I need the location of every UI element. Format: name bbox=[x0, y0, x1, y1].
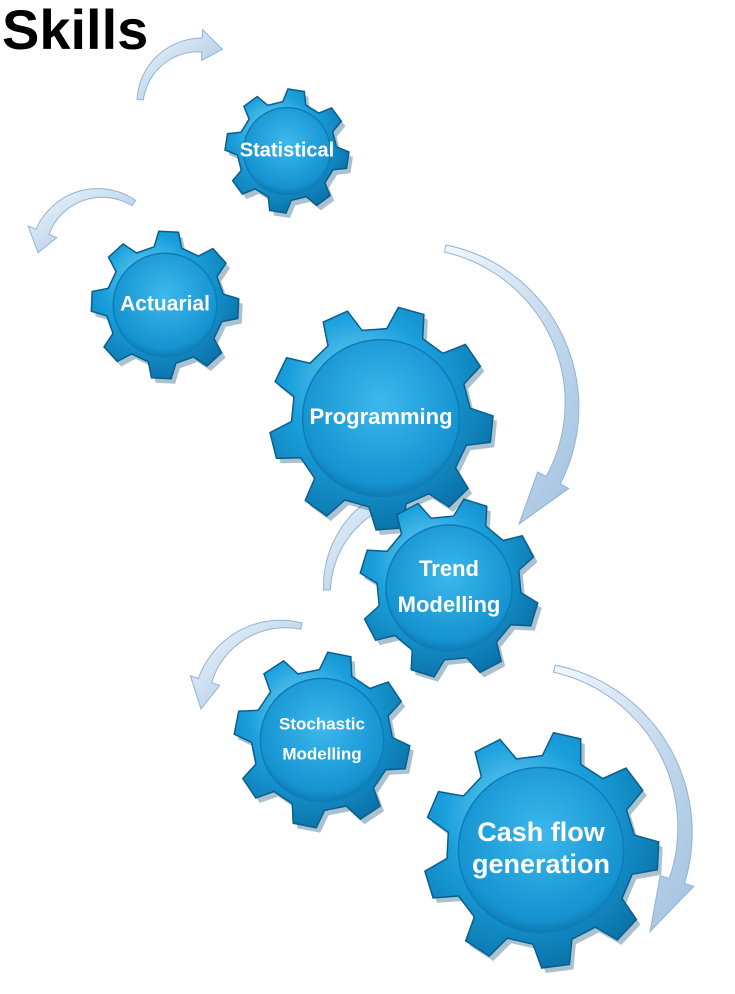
gear-hub bbox=[242, 106, 332, 196]
gear-label: Actuarial bbox=[120, 293, 210, 316]
gear-label: Stochastic bbox=[279, 714, 365, 733]
gear-hub bbox=[112, 252, 218, 358]
stochastic-arrow bbox=[189, 619, 303, 710]
diagram-title: Skills bbox=[2, 0, 149, 61]
gear-actuarial: Actuarial bbox=[90, 230, 243, 384]
gear-label: Modelling bbox=[282, 744, 361, 763]
gear-hub bbox=[457, 766, 625, 934]
cashflow-arrow bbox=[553, 664, 695, 934]
gear-statistical: Statistical bbox=[224, 88, 353, 218]
gears-layer: StatisticalActuarialProgrammingTrendMode… bbox=[90, 88, 663, 973]
gear-hub bbox=[385, 524, 513, 652]
statistical-arrow bbox=[136, 28, 224, 101]
gear-label: Trend bbox=[419, 556, 479, 581]
gear-hub bbox=[301, 338, 461, 498]
gear-label: Modelling bbox=[398, 592, 501, 617]
gear-label: Cash flow bbox=[477, 817, 606, 847]
programming-arrow bbox=[443, 244, 580, 526]
gear-programming: Programming bbox=[269, 306, 497, 535]
gear-label: Programming bbox=[309, 404, 452, 429]
gear-label: Statistical bbox=[240, 139, 334, 161]
gear-hub bbox=[259, 677, 385, 803]
actuarial-arrow bbox=[27, 188, 137, 254]
gear-label: generation bbox=[472, 849, 610, 879]
